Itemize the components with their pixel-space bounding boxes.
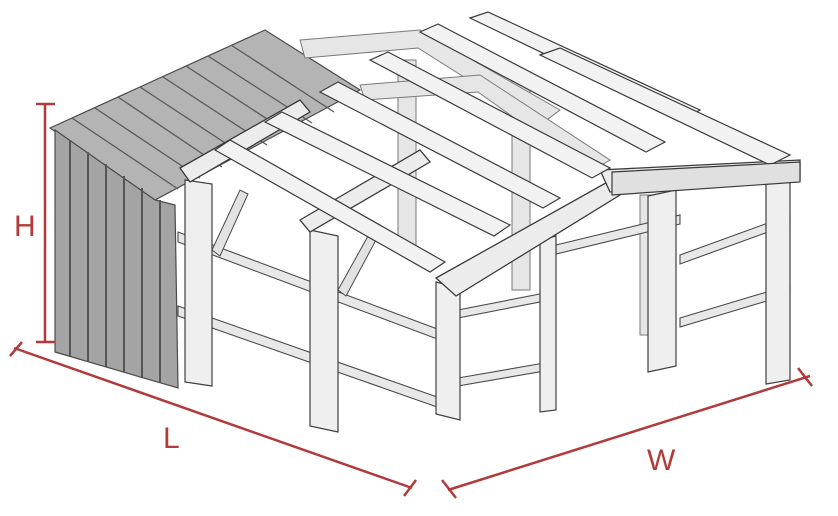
column-far-right bbox=[765, 175, 791, 385]
length-tick-left bbox=[9, 341, 23, 357]
width-label: W bbox=[647, 444, 676, 477]
length-tick-right bbox=[403, 479, 417, 497]
columns bbox=[184, 175, 791, 433]
column-left-front bbox=[184, 179, 213, 387]
height-dimension: H bbox=[14, 102, 55, 344]
column-mid-front bbox=[309, 229, 339, 433]
column-end-right bbox=[647, 189, 677, 373]
end-wall-beam bbox=[611, 161, 801, 196]
column-corner-front bbox=[435, 281, 461, 421]
roof-panel-sheet bbox=[48, 29, 362, 201]
roof-purlins bbox=[213, 11, 792, 273]
width-dimension-line bbox=[447, 374, 811, 492]
length-dimension: L bbox=[9, 341, 417, 497]
width-dimension: W bbox=[441, 367, 813, 499]
height-label: H bbox=[14, 210, 36, 243]
length-label: L bbox=[163, 422, 180, 455]
width-tick-right bbox=[797, 367, 813, 387]
knee-braces bbox=[211, 189, 377, 297]
length-dimension-line bbox=[13, 346, 413, 490]
side-girts bbox=[177, 214, 791, 409]
column-end-mid bbox=[539, 235, 557, 413]
wall-panel-sheet bbox=[54, 128, 179, 389]
width-tick-left bbox=[441, 479, 457, 499]
